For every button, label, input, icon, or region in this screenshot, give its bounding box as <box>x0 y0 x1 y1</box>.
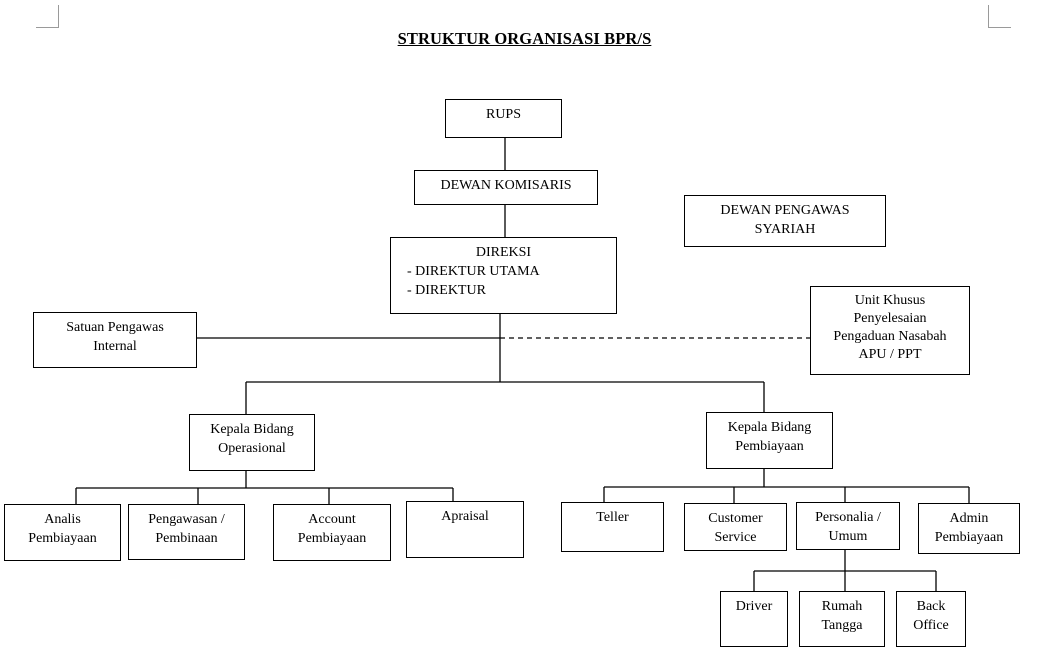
node-teller: Teller <box>561 502 664 552</box>
node-unit-khusus: Unit Khusus Penyelesaian Pengaduan Nasab… <box>810 286 970 375</box>
page-corner-mark-top-right <box>988 5 1011 28</box>
node-apraisal: Apraisal <box>406 501 524 558</box>
node-direksi: DIREKSI - DIREKTUR UTAMA - DIREKTUR <box>390 237 617 314</box>
node-satuan-pengawas-internal: Satuan Pengawas Internal <box>33 312 197 368</box>
node-personalia-umum: Personalia / Umum <box>796 502 900 550</box>
node-analis-pembiayaan: Analis Pembiayaan <box>4 504 121 561</box>
node-kepala-bidang-pembiayaan: Kepala Bidang Pembiayaan <box>706 412 833 469</box>
node-rumah-tangga: Rumah Tangga <box>799 591 885 647</box>
node-rups: RUPS <box>445 99 562 138</box>
chart-title: STRUKTUR ORGANISASI BPR/S <box>397 29 652 48</box>
node-back-office: Back Office <box>896 591 966 647</box>
node-dewan-komisaris: DEWAN KOMISARIS <box>414 170 598 205</box>
node-dewan-pengawas-syariah: DEWAN PENGAWAS SYARIAH <box>684 195 886 247</box>
node-admin-pembiayaan: Admin Pembiayaan <box>918 503 1020 554</box>
node-driver: Driver <box>720 591 788 647</box>
node-account-pembiayaan: Account Pembiayaan <box>273 504 391 561</box>
node-customer-service: Customer Service <box>684 503 787 551</box>
node-pengawasan-pembinaan: Pengawasan / Pembinaan <box>128 504 245 560</box>
page-corner-mark-top-left <box>36 5 59 28</box>
node-kepala-bidang-operasional: Kepala Bidang Operasional <box>189 414 315 471</box>
